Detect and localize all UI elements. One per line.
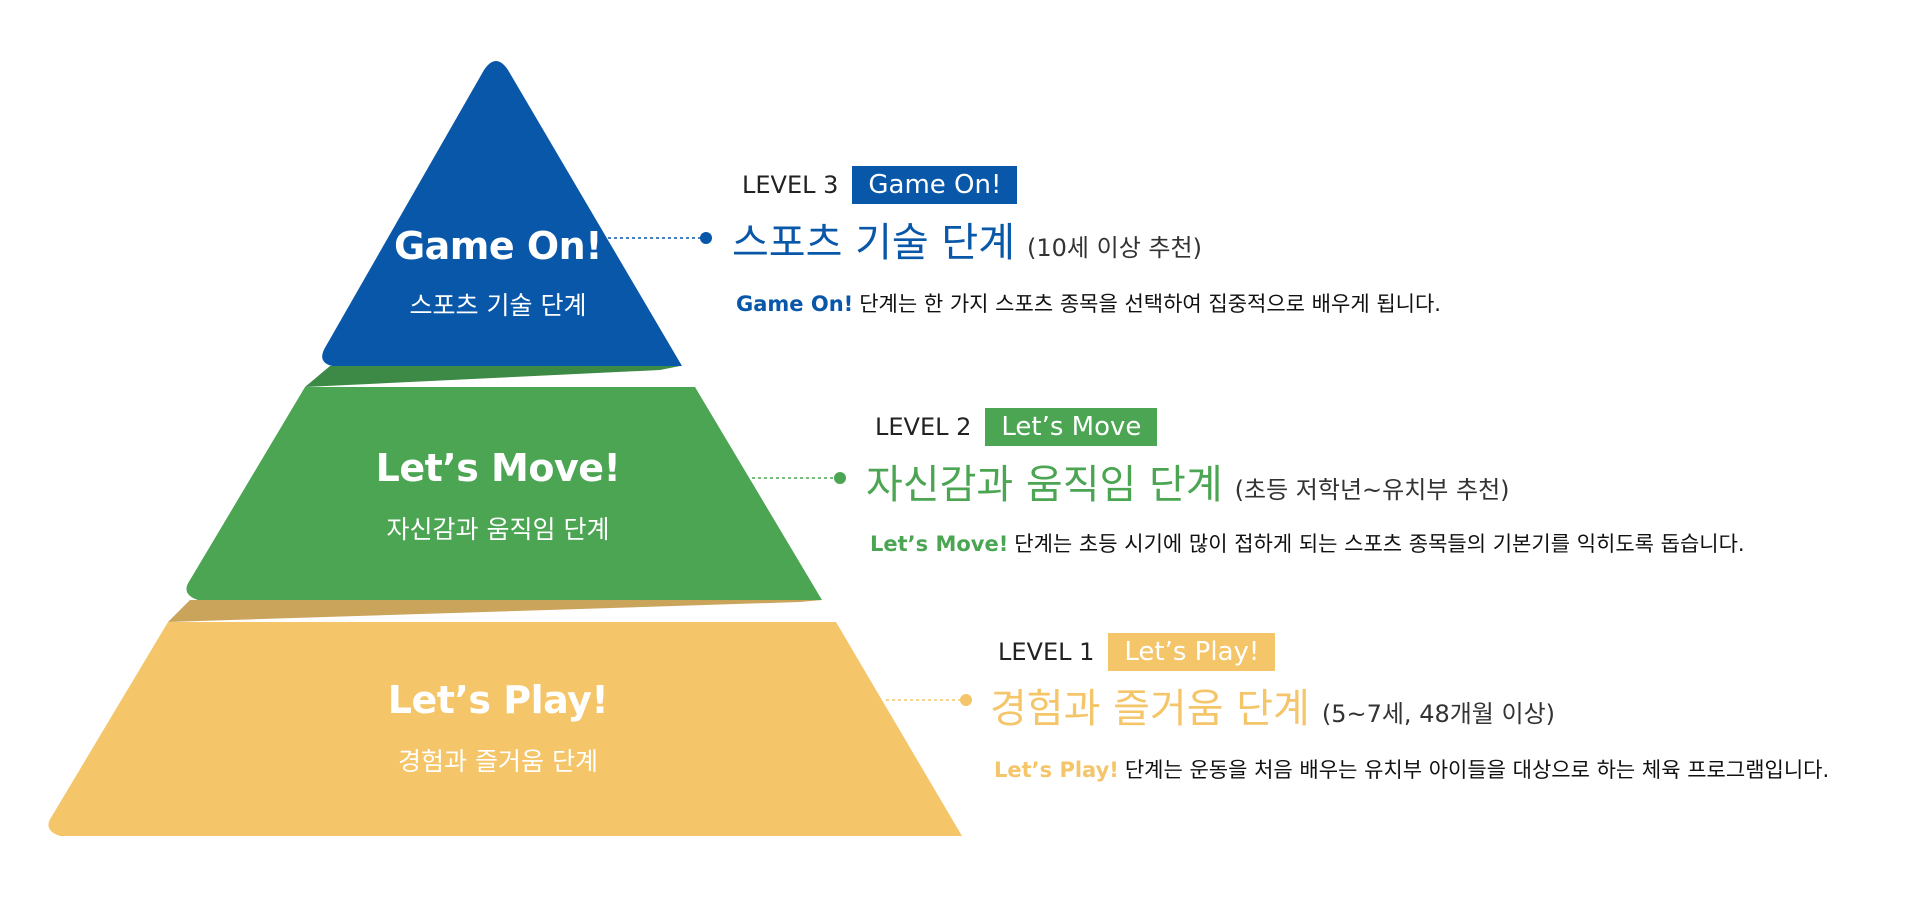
pyramid-title-level3: Game On! [393,224,603,268]
description-brand-level2: Let’s Move! [870,532,1009,556]
pyramid-title-level2: Let’s Move! [375,446,621,490]
leader-dot-level3 [700,232,712,244]
pyramid-subtitle-level1: 경험과 즐거움 단계 [398,747,598,776]
connector-band-2-3 [305,366,680,387]
pyramid-subtitle-level3: 스포츠 기술 단계 [409,291,587,320]
stage-line-level3: 스포츠 기술 단계 (10세 이상 추천) [732,210,1202,268]
level-label-level1: LEVEL 1 [998,638,1095,666]
level-row-level1: LEVEL 1 Let’s Play! [998,633,1276,671]
level-badge-level2: Let’s Move [985,408,1158,446]
level-label-level3: LEVEL 3 [742,171,839,199]
description-text-level1: 단계는 운동을 처음 배우는 유치부 아이들을 대상으로 하는 체육 프로그램입… [1124,758,1830,782]
stage-name-level3: 스포츠 기술 단계 [732,220,1016,266]
pyramid-tier-level3 [322,61,682,366]
connector-band-1-2 [168,600,822,622]
pyramid-tier-level1 [48,622,962,836]
level-badge-level1: Let’s Play! [1108,633,1276,671]
level-label-level2: LEVEL 2 [875,413,972,441]
stage-line-level2: 자신감과 움직임 단계 (초등 저학년~유치부 추천) [866,452,1510,510]
leader-dot-level1 [960,694,972,706]
stage-age-level2: (초등 저학년~유치부 추천) [1234,476,1510,504]
level-row-level2: LEVEL 2 Let’s Move [875,408,1158,446]
stage-age-level1: (5~7세, 48개월 이상) [1321,700,1556,728]
stage-description-level1: Let’s Play!단계는 운동을 처음 배우는 유치부 아이들을 대상으로 … [994,754,1829,784]
pyramid-tier-level2 [186,387,822,600]
stage-description-level3: Game On!단계는 한 가지 스포츠 종목을 선택하여 집중적으로 배우게 … [736,288,1441,318]
pyramid-subtitle-level2: 자신감과 움직임 단계 [386,515,610,544]
stage-name-level2: 자신감과 움직임 단계 [866,462,1223,508]
description-brand-level3: Game On! [736,292,854,316]
leader-dot-level2 [834,472,846,484]
stage-description-level2: Let’s Move!단계는 초등 시기에 많이 접하게 되는 스포츠 종목들의… [870,528,1745,558]
description-text-level3: 단계는 한 가지 스포츠 종목을 선택하여 집중적으로 배우게 됩니다. [859,292,1441,316]
level-badge-level3: Game On! [852,166,1018,204]
stage-name-level1: 경험과 즐거움 단계 [990,686,1310,732]
stage-line-level1: 경험과 즐거움 단계 (5~7세, 48개월 이상) [990,676,1555,734]
description-text-level2: 단계는 초등 시기에 많이 접하게 되는 스포츠 종목들의 기본기를 익히도록 … [1014,532,1745,556]
stage-age-level3: (10세 이상 추천) [1027,234,1202,262]
level-row-level3: LEVEL 3 Game On! [742,166,1018,204]
description-brand-level1: Let’s Play! [994,758,1119,782]
pyramid-title-level1: Let’s Play! [387,678,609,722]
